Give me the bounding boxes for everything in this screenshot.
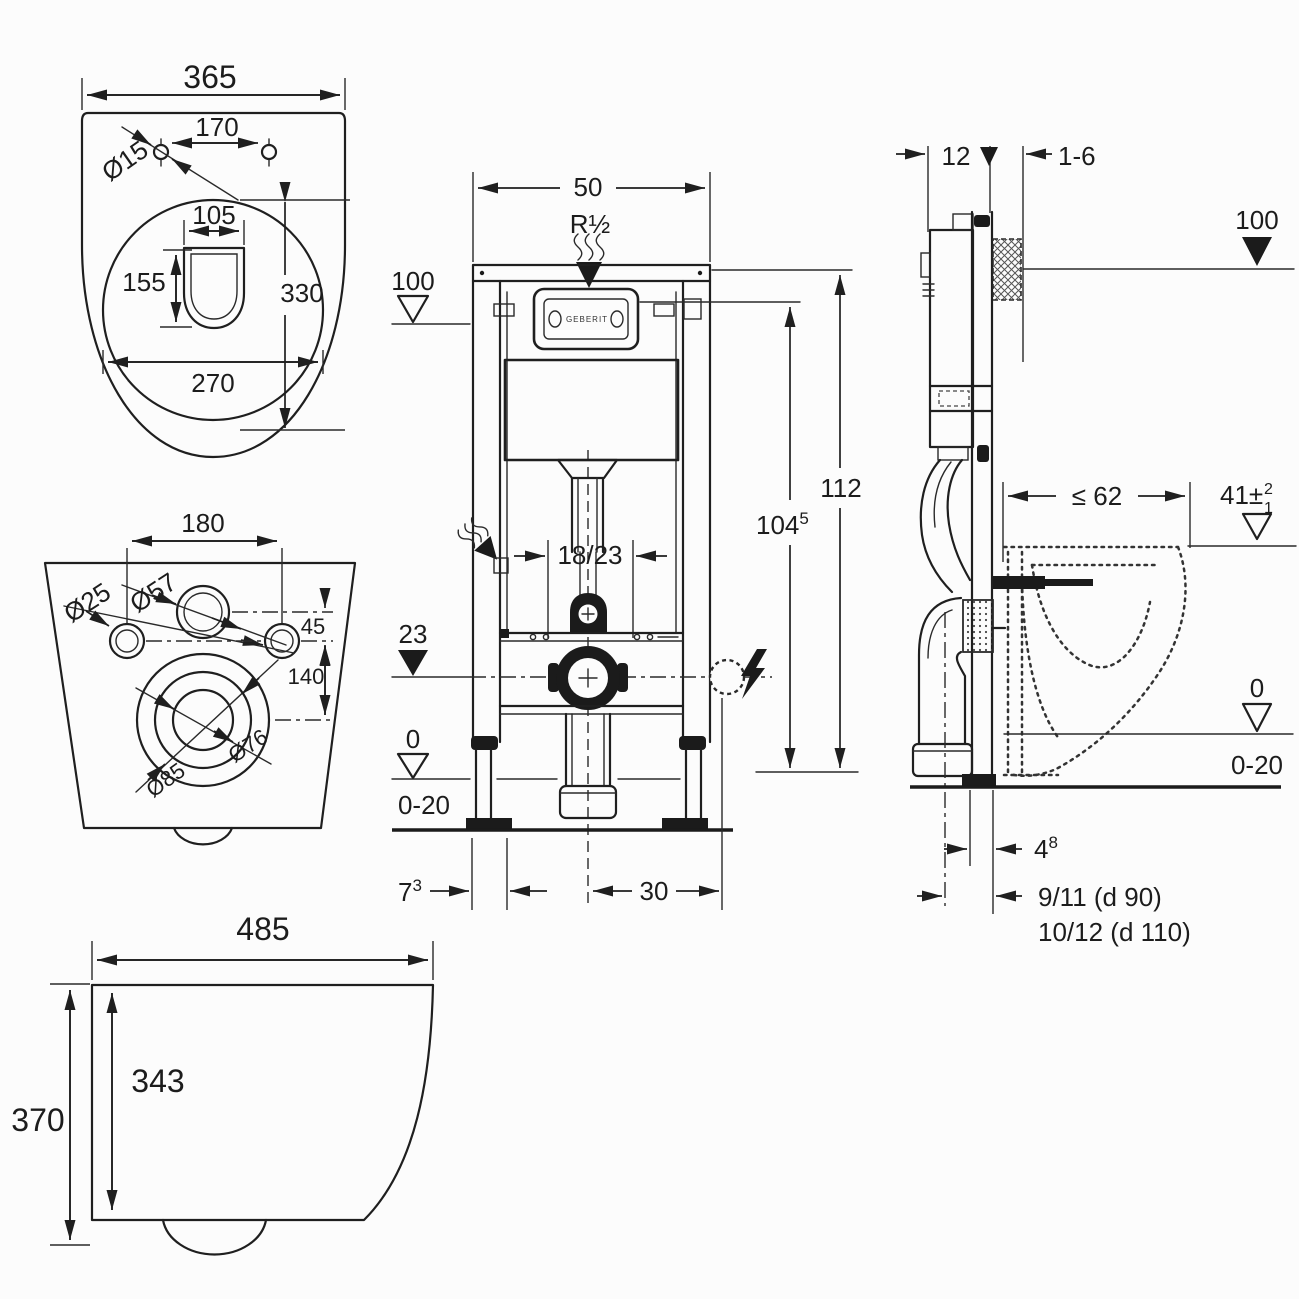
label-supply-thread: R½ [570,209,610,239]
rail-foot [962,774,996,787]
side-outline [90,983,435,1222]
dim-frame-width: 50 [574,172,603,202]
outlet-bump [172,826,234,846]
dim-height-112: 112 [820,473,861,503]
brand-label: GEBERIT [566,315,608,324]
dim-inner-height: 343 [131,1063,184,1099]
back-outline [43,561,357,830]
dim-seat-height-plus: 2 [1264,481,1273,498]
dim-flush-pipe-offset: 18/23 [557,540,622,570]
dim-bowl-projection: ≤ 62 [1072,481,1122,511]
seat-opening-outer [182,246,246,330]
flush-plate-profile [992,238,1022,301]
frame-top-beam [471,263,712,283]
dim-level-0-side: 0 [1250,673,1264,703]
dim-height-1045: 1045 [756,509,809,540]
foot-plate-right [662,818,708,831]
view-toilet-back: 180 Ø25 Ø57 45 140 Ø85 [43,508,357,846]
flush-plate [543,298,629,340]
flush-bend-outer [919,458,954,594]
flush-plate-frame [532,287,640,351]
dim-seat-height-minus: 1 [1264,500,1273,517]
odour-arrow-left-icon [457,517,498,560]
dim-seat-height: 41± [1220,480,1263,510]
fixing-hole-left [108,622,146,660]
view-frame-front: 50 R½ 100 GEBERIT [391,172,862,910]
dim-bowl-length: 330 [280,278,323,308]
dim-inlet-dia: Ø57 [124,566,182,618]
bowl-rim [101,198,325,422]
dim-level-100-front: 100 [391,266,434,296]
mounting-rod [1045,579,1093,586]
bowl-outline [80,111,347,459]
dim-level-0-front: 0 [406,724,420,754]
outlet-mid [153,670,253,770]
dim-depth: 485 [236,911,289,947]
outlet-sleeve [558,784,618,820]
dim-hole-spacing: 170 [195,112,238,142]
dim-bowl-width: 270 [191,368,234,398]
dim-offset-73: 73 [398,876,422,907]
drain-elbow-outer [917,596,963,746]
dim-seat-depth: 155 [122,267,165,297]
dim-offset-45: 45 [301,614,325,639]
odour-arrow-icon [573,233,605,288]
dim-fixing-hole-dia: Ø25 [58,576,116,628]
side-outlet-bump [161,1218,268,1256]
mounting-bar [993,576,1045,589]
dim-offset-140: 140 [288,664,325,689]
dim-offset-30: 30 [640,876,669,906]
dim-wall-finish: 1-6 [1058,141,1096,171]
view-frame-side: 12 1-6 100 ≤ 62 41± [896,141,1297,947]
outlet-inner [171,688,235,752]
dim-fixing-spacing: 180 [181,508,224,538]
view-toilet-side: 485 343 370 [11,911,435,1256]
drain-elbow-inner [955,650,967,746]
flush-bend-inner [946,458,972,582]
outlet-outer [135,652,271,788]
dim-frame-depth: 12 [942,141,971,171]
drain-collar [911,742,974,778]
foot-plate-left [466,818,512,831]
dim-floor-range-side: 0-20 [1231,750,1283,780]
lightning-icon [741,649,767,699]
cistern-profile [928,228,975,449]
cistern [503,358,680,462]
drain-flange [548,646,628,710]
seat-opening-inner [190,253,238,320]
dim-level-23: 23 [399,619,428,649]
dim-seat-width: 105 [192,200,235,230]
view-toilet-top: 365 170 Ø15 105 155 330 270 [80,59,350,459]
dim-floor-range-front: 0-20 [398,790,450,820]
dim-top-width: 365 [183,59,236,95]
electrical-connection [708,658,746,696]
dim-level-100-side: 100 [1235,205,1278,235]
dim-total-height: 370 [11,1102,64,1138]
dim-offset-48: 48 [1034,833,1058,864]
wc-connector [962,599,994,653]
dim-drain-d110: 10/12 (d 110) [1038,917,1191,947]
dim-drain-d90: 9/11 (d 90) [1038,882,1162,912]
